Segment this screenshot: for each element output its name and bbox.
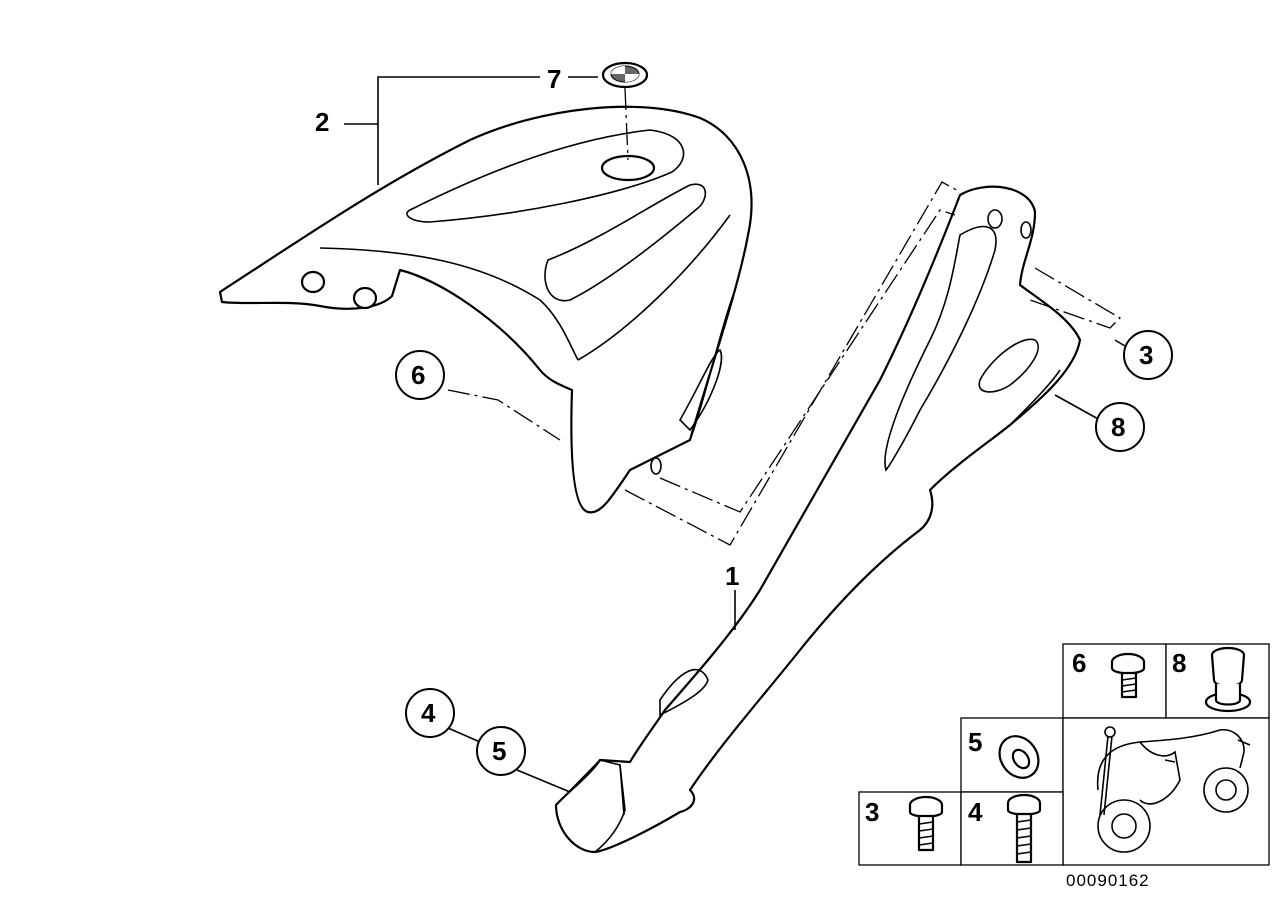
callout-circle-4	[405, 688, 455, 738]
callout-8: 8	[1111, 412, 1125, 442]
assembly-lines	[447, 181, 1122, 546]
callout-circle-8	[1095, 402, 1145, 452]
legend-label-8: 8	[1172, 648, 1186, 678]
diagram-code: 00090162	[1066, 871, 1150, 890]
washer-5-icon	[998, 735, 1040, 779]
support-bracket	[554, 185, 1082, 854]
screw-3-icon	[908, 795, 944, 852]
callout-1: 1	[725, 561, 739, 591]
callout-6: 6	[411, 360, 425, 390]
grommet-8-icon	[1204, 646, 1252, 713]
callout-5: 5	[492, 736, 506, 766]
callout-circle-5	[476, 726, 526, 776]
screw-4-icon	[1006, 793, 1042, 864]
callout-labels: 2 7 1 6 3 8 4 5	[315, 64, 1173, 776]
leader-lines	[344, 76, 1126, 793]
legend-label-5: 5	[968, 727, 982, 757]
legend-label-4: 4	[968, 797, 983, 827]
callout-2: 2	[315, 107, 329, 137]
callout-4: 4	[421, 698, 436, 728]
legend-label-3: 3	[865, 797, 879, 827]
screw-6-icon	[1110, 652, 1146, 699]
motorcycle-icon	[1096, 726, 1251, 853]
callout-circle-3	[1123, 330, 1173, 380]
callout-circle-6	[395, 350, 445, 400]
grab-rail	[218, 105, 753, 514]
callout-3: 3	[1139, 340, 1153, 370]
callout-7: 7	[547, 64, 561, 94]
legend-label-6: 6	[1072, 648, 1086, 678]
emblem-badge	[601, 61, 649, 161]
fastener-legend: 6 8 5 3 4	[858, 643, 1270, 866]
